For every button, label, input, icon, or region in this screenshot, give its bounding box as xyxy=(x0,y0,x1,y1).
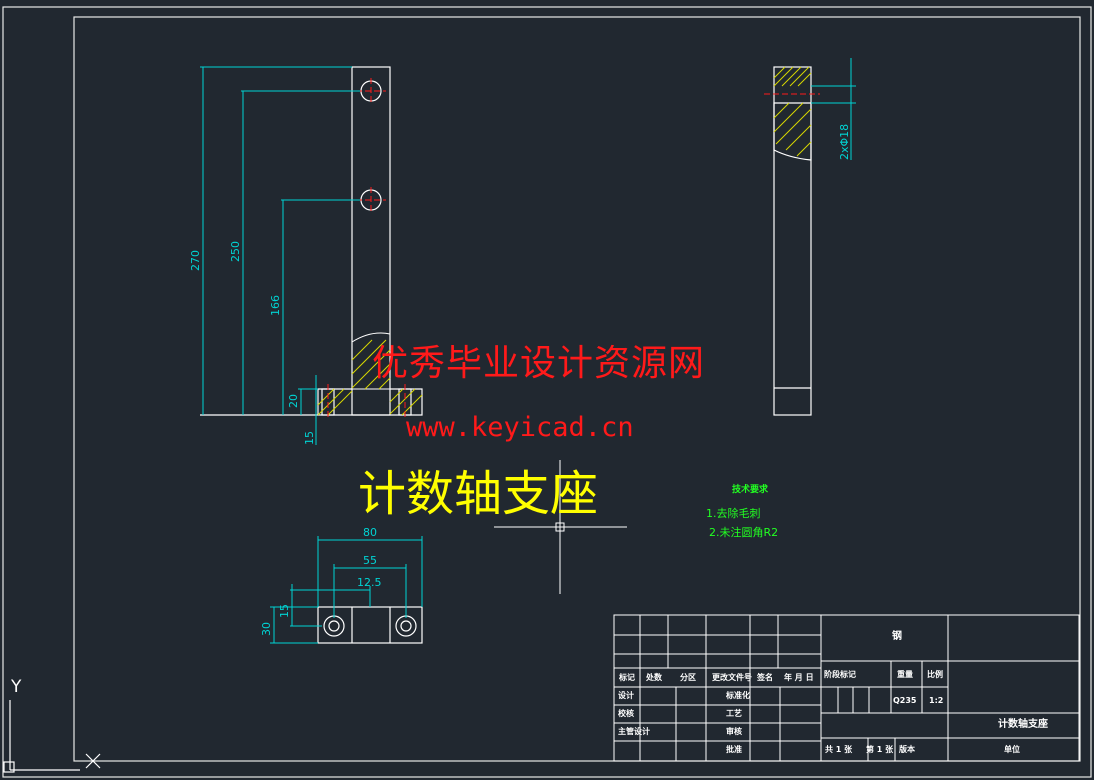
tb-role-approve: 批准 xyxy=(726,745,742,754)
tb-scale-col: 比例 xyxy=(927,670,943,679)
tb-header-date: 年 月 日 xyxy=(784,673,814,682)
ucs-y-label: Y xyxy=(11,677,22,697)
tb-role-standard: 标准化 xyxy=(726,691,750,700)
tb-role-chief: 主管设计 xyxy=(618,727,650,736)
tb-header-zone: 分区 xyxy=(680,673,696,682)
side-view xyxy=(773,66,812,416)
dim-80: 80 xyxy=(363,526,377,539)
tb-role-design: 设计 xyxy=(618,691,634,700)
tb-header-docno: 更改文件号 xyxy=(712,673,752,682)
tb-header-mark: 标记 xyxy=(619,673,635,682)
tb-part-name: 计数轴支座 xyxy=(998,719,1048,730)
dim-250: 250 xyxy=(229,241,242,262)
dim-15-bottom: 15 xyxy=(278,604,291,618)
tb-version: 版本 xyxy=(899,745,915,754)
watermark-url: www.keyicad.cn xyxy=(406,412,634,443)
tb-sheet-num: 第 1 张 xyxy=(866,745,894,754)
ucs-icon xyxy=(3,700,101,773)
dim-166: 166 xyxy=(269,295,282,316)
tb-weight-col: 重量 xyxy=(897,670,913,679)
tech-requirements-heading: 技术要求 xyxy=(732,485,769,495)
tb-header-count: 处数 xyxy=(646,673,662,682)
bottom-dimensions xyxy=(270,536,423,644)
crosshair-cursor xyxy=(494,460,627,594)
tech-requirement-1: 1.去除毛刺 xyxy=(706,507,761,520)
tb-scale: 1:2 xyxy=(929,696,944,705)
dim-30: 30 xyxy=(260,622,273,636)
tb-org: 单位 xyxy=(1004,745,1020,754)
tb-material: 钢 xyxy=(892,631,902,642)
tb-sheet-total: 共 1 张 xyxy=(825,745,853,754)
front-dimensions xyxy=(200,66,360,445)
tb-tolerance: Q235 xyxy=(893,696,917,705)
drawing-title: 计数轴支座 xyxy=(358,466,599,522)
tb-role-review: 审核 xyxy=(726,727,742,736)
dim-20: 20 xyxy=(287,394,300,408)
tb-role-process: 工艺 xyxy=(726,709,742,718)
side-view-hatch xyxy=(773,66,812,157)
dim-2x18: 2xΦ18 xyxy=(838,124,851,160)
tb-role-check: 校核 xyxy=(618,709,634,718)
outer-frame xyxy=(2,6,1092,778)
title-block-grid xyxy=(613,614,1080,762)
dim-12-5: 12.5 xyxy=(357,576,382,589)
front-centerlines xyxy=(327,78,406,420)
tech-requirement-2: 2.未注圆角R2 xyxy=(709,526,779,539)
front-view-hatch xyxy=(317,332,423,416)
dim-55: 55 xyxy=(363,554,377,567)
side-dimensions xyxy=(811,58,856,160)
watermark-text: 优秀毕业设计资源网 xyxy=(372,343,706,384)
tb-stage-mark: 阶段标记 xyxy=(824,670,856,679)
tb-header-sign: 签名 xyxy=(757,673,773,682)
dim-270: 270 xyxy=(189,250,202,271)
inner-frame xyxy=(73,16,1081,762)
dim-15: 15 xyxy=(303,431,316,445)
